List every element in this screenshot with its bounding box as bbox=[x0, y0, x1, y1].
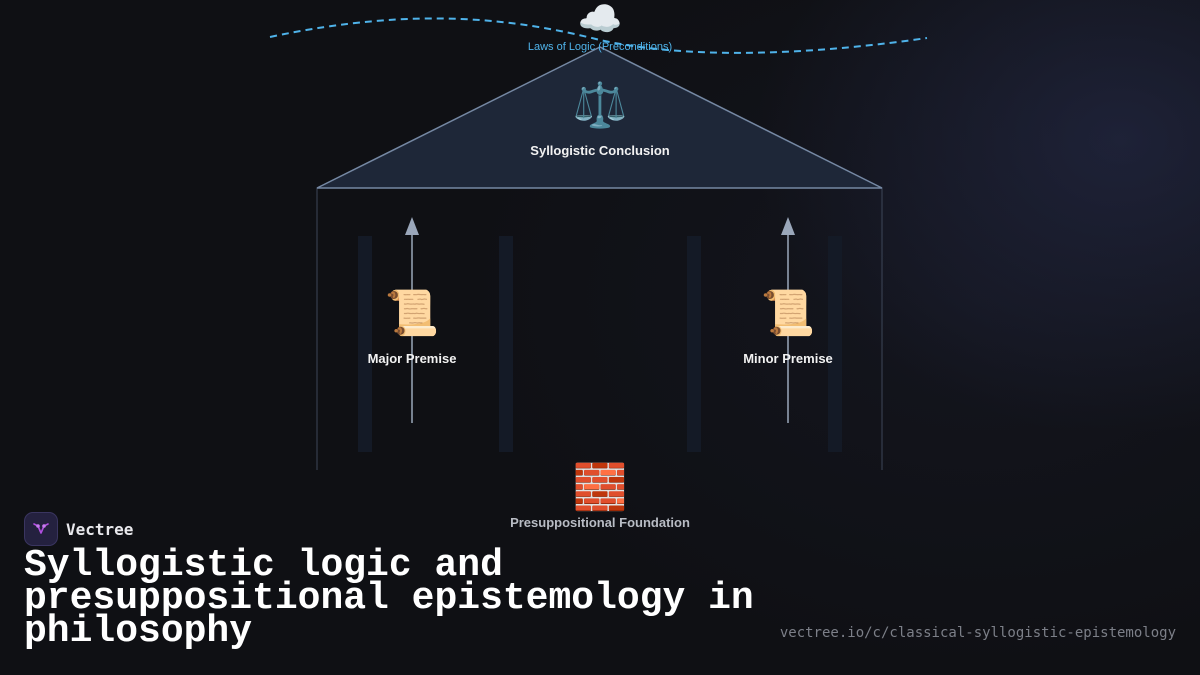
major-premise-label: Major Premise bbox=[367, 351, 457, 366]
brick-icon: 🧱 bbox=[572, 462, 628, 513]
roof-pediment bbox=[316, 46, 883, 189]
page-title: Syllogistic logic and presuppositional e… bbox=[24, 544, 754, 653]
pillar bbox=[358, 236, 372, 452]
minor-premise-arrowhead bbox=[781, 217, 795, 235]
cloud-icon: ☁️ bbox=[577, 0, 623, 40]
scroll-icon: 📜 bbox=[760, 288, 816, 339]
page-url[interactable]: vectree.io/c/classical-syllogistic-epist… bbox=[779, 625, 1176, 641]
brand: Vectree bbox=[24, 512, 133, 546]
laws-of-logic-label: Laws of Logic (Preconditions) bbox=[527, 41, 673, 53]
brand-name: Vectree bbox=[66, 519, 134, 539]
major-premise-arrowhead bbox=[405, 217, 419, 235]
minor-premise-label: Minor Premise bbox=[743, 351, 833, 366]
syllogistic-conclusion-label: Syllogistic Conclusion bbox=[530, 143, 670, 158]
pillar bbox=[499, 236, 513, 452]
balance-scale-icon: ⚖️ bbox=[572, 80, 628, 131]
pillar bbox=[687, 236, 701, 452]
pillar bbox=[828, 236, 842, 452]
scroll-icon: 📜 bbox=[384, 288, 440, 339]
vectree-logo-icon bbox=[24, 512, 58, 546]
presuppositional-foundation-label: Presuppositional Foundation bbox=[510, 515, 690, 530]
